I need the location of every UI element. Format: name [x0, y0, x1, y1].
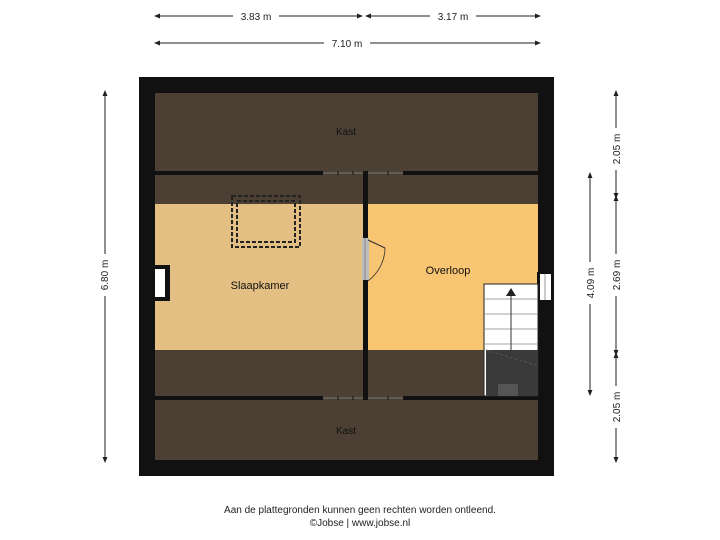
slaapkamer-area: [155, 204, 363, 350]
dimension-top-left: 3.83 m: [154, 9, 363, 23]
footer-credit: ©Jobse | www.jobse.nl: [309, 518, 411, 529]
dimension-label-right-mid: 2.69 m: [612, 260, 623, 291]
dimension-right-mid: 2.69 m: [608, 195, 624, 356]
dimension-label-right-bottom: 2.05 m: [612, 392, 623, 423]
room-label-overloop: Overloop: [426, 265, 471, 277]
dimension-label-top-total: 7.10 m: [332, 39, 363, 50]
door-bottom-wall: [323, 396, 403, 400]
dimension-left-total: 6.80 m: [97, 90, 113, 463]
stair-direction-arrow-icon: [506, 288, 516, 296]
dimension-label-top-left: 3.83 m: [241, 12, 272, 23]
footer: Aan de plattegronden kunnen geen rechten…: [0, 504, 720, 530]
kast-bottom-area: [155, 400, 538, 460]
dimension-label-right-inner: 4.09 m: [586, 268, 597, 299]
dimension-top-total: 7.10 m: [154, 36, 541, 50]
footer-disclaimer: Aan de plattegronden kunnen geen rechten…: [224, 505, 496, 516]
dimension-label-left-total: 6.80 m: [100, 260, 111, 291]
dimension-top-right: 3.17 m: [365, 9, 541, 23]
dimension-right-bottom: 2.05 m: [608, 352, 624, 463]
dimension-right-top: 2.05 m: [608, 90, 624, 199]
dimension-label-right-top: 2.05 m: [612, 134, 623, 165]
room-label-kast-top: Kast: [336, 127, 356, 138]
dimension-label-top-right: 3.17 m: [438, 12, 469, 23]
staircase: [483, 283, 539, 397]
wall-vertical-center: [363, 171, 368, 400]
kast-bottom-upper-band-right: [368, 350, 484, 396]
room-label-kast-bottom: Kast: [336, 426, 356, 437]
kast-bottom-upper-band: [155, 350, 363, 396]
door-top-wall: [323, 171, 403, 175]
kast-top-area: [155, 93, 538, 171]
dimension-right-inner: 4.09 m: [582, 172, 598, 396]
roof-window: [231, 195, 301, 248]
left-wall-opening: [152, 265, 170, 301]
right-wall-window: [537, 272, 554, 302]
kast-top-lower-band: [155, 175, 538, 204]
door-slaapkamer-overloop: [362, 238, 386, 282]
room-label-slaapkamer: Slaapkamer: [231, 280, 290, 292]
